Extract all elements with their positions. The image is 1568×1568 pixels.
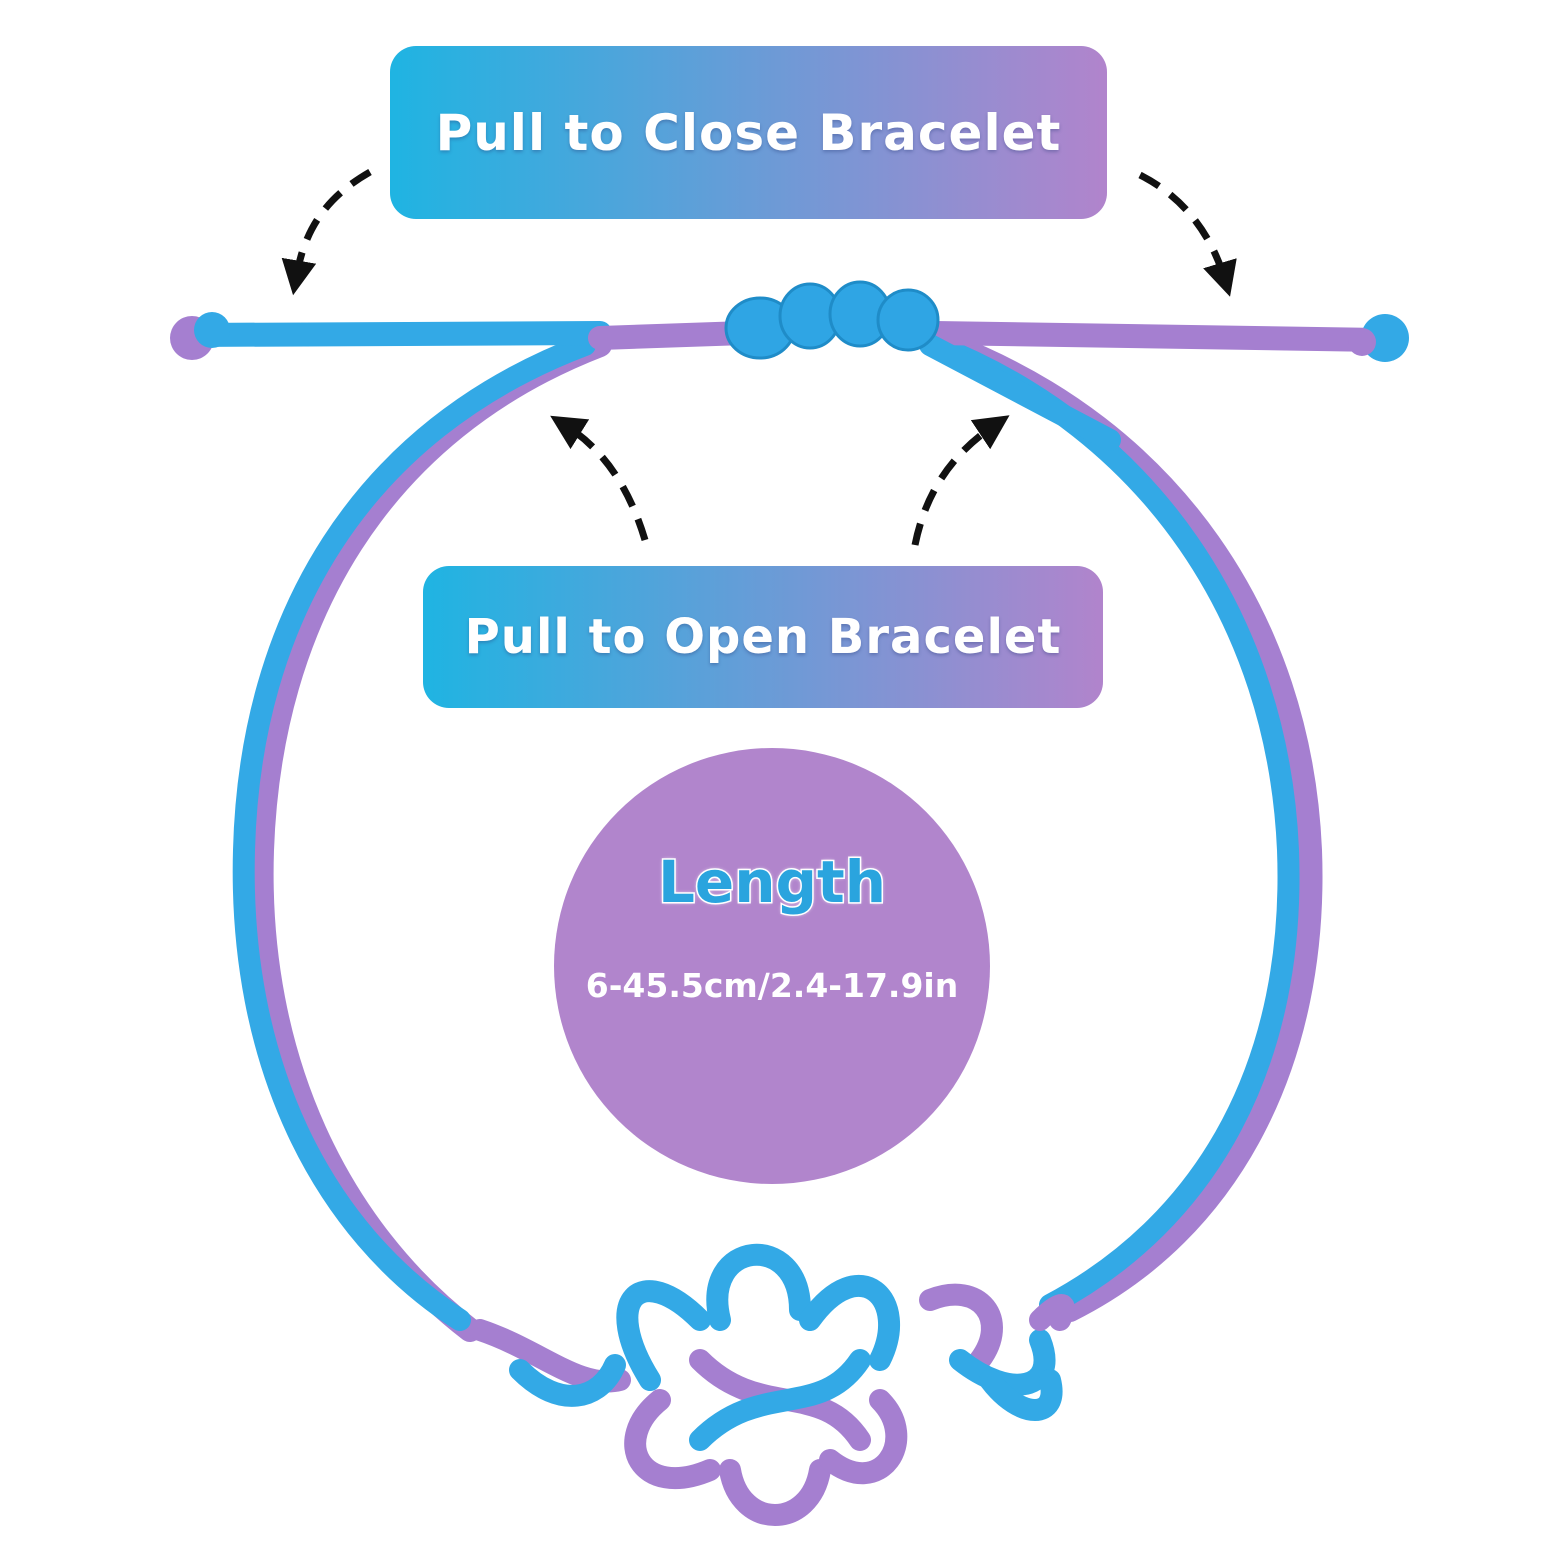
- curved-dashed-arrow-left-up-icon: [550, 415, 649, 542]
- sliding-knot: [724, 280, 940, 360]
- cord-purple-loop: [249, 333, 612, 1342]
- top-cord-left-blue: [178, 321, 612, 347]
- decorative-flower-knot: [469, 1243, 1075, 1526]
- pull-to-open-label: Pull to Open Bracelet: [464, 609, 1062, 665]
- arrows: [281, 168, 1237, 546]
- cord-blue-loop-left: [232, 334, 596, 1331]
- top-cords: [178, 321, 1392, 451]
- length-value: 6-45.5cm/2.4-17.9in: [585, 966, 959, 1005]
- cord-purple-loop-right: [938, 333, 1323, 1322]
- pull-to-close-label: Pull to Close Bracelet: [435, 103, 1062, 162]
- top-cord-left-purple: [588, 321, 757, 350]
- curved-dashed-arrow-left-down-icon: [281, 168, 372, 296]
- right-end-knot-purple: [1348, 328, 1376, 356]
- left-end-knot-blue: [194, 312, 230, 348]
- curved-dashed-arrow-right-down-icon: [1138, 171, 1237, 297]
- length-circle: Length 6-45.5cm/2.4-17.9in: [554, 748, 990, 1184]
- top-cord-right-blue: [919, 334, 1121, 451]
- length-title: Length: [656, 847, 887, 918]
- pull-to-open-banner: Pull to Open Bracelet: [423, 566, 1103, 708]
- pull-to-close-banner: Pull to Close Bracelet: [390, 46, 1107, 219]
- cord-end-knots: [170, 312, 1409, 362]
- curved-dashed-arrow-right-up-icon: [911, 415, 1010, 546]
- top-cord-right-purple: [923, 321, 1392, 352]
